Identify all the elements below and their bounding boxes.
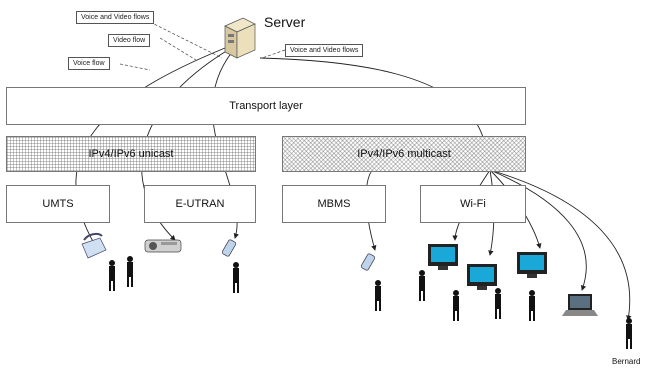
multicast-layer: IPv4/IPv6 multicast [282,136,526,172]
person-icon [109,260,115,291]
desk-phone-icon [81,232,107,259]
monitor-icon [428,244,458,270]
unicast-layer: IPv4/IPv6 unicast [6,136,256,172]
person-icon [529,290,535,321]
flow-wifi-5 [489,169,632,321]
person-icon [453,290,459,321]
transport-layer: Transport layer [6,87,526,125]
mobile-phone-icon [221,239,237,257]
callout-voice-flow: Voice flow [68,57,110,70]
mbms-box: MBMS [282,185,386,223]
monitor-icon [467,264,497,290]
server-icon [224,17,256,59]
person-icon [626,318,632,349]
laptop-icon [562,294,598,316]
person-icon [127,256,133,287]
end-user-label: Bernard [612,357,641,366]
callout-video-flow: Video flow [108,34,151,47]
callout-voice-video-flows-right: Voice and Video flows [285,44,364,57]
people [109,256,632,349]
mobile-phone-icon [360,253,376,271]
person-icon [233,262,239,293]
person-icon [419,270,425,301]
callout-leaders [119,21,286,71]
umts-box: UMTS [6,185,110,223]
callout-voice-video-flows: Voice and Video flows [76,11,155,24]
projector-icon [144,239,182,253]
monitor-icon [517,252,547,278]
server-label: Server [264,14,306,30]
wifi-box: Wi-Fi [420,185,526,223]
flow-wifi-4 [489,169,587,291]
person-icon [495,288,501,319]
person-icon [375,280,381,311]
eutran-box: E-UTRAN [144,185,256,223]
